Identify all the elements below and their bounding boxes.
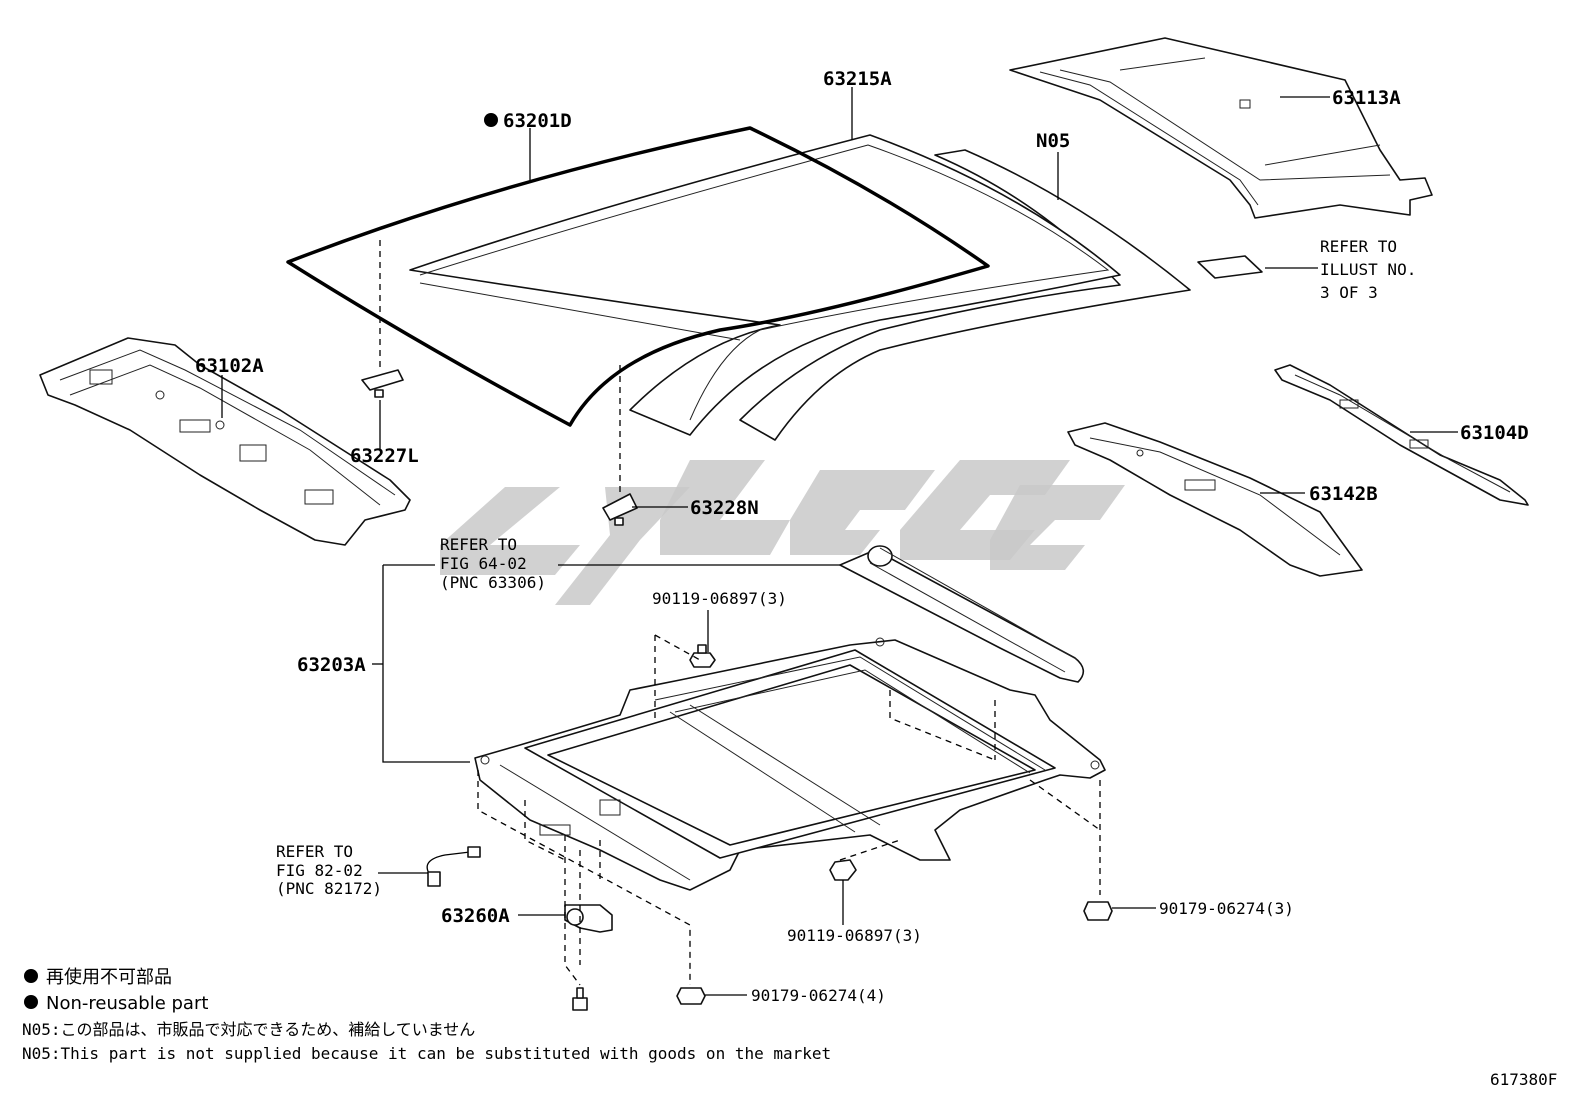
ref-illust-line3: 3 OF 3: [1320, 283, 1378, 302]
label-63203A: 63203A: [297, 654, 366, 676]
label-nut-bottom: 90179-06274(4): [751, 986, 886, 1005]
reference-fig64: REFER TO FIG 64-02 (PNC 63306): [440, 535, 546, 592]
nut-bottom: [676, 987, 706, 1005]
ref-fig82-line2: FIG 82-02: [276, 861, 363, 880]
label-63215A: 63215A: [823, 68, 892, 90]
reinforcement-63104D: [1274, 364, 1529, 506]
label-63104D: 63104D: [1460, 422, 1529, 444]
sunshade-roll: [839, 545, 1085, 683]
bolt-top: [689, 644, 716, 668]
header-63102A: [39, 337, 411, 546]
reinforcement-63142B: [1067, 422, 1363, 577]
watermark-logo: [440, 460, 1125, 605]
non-reusable-symbol-icon: [484, 113, 498, 127]
ref-fig64-line2: FIG 64-02: [440, 554, 527, 573]
callout-labels: 63201D 63215A 63113A N05 63102A 63227L 6…: [195, 68, 1529, 1005]
label-nut-right: 90179-06274(3): [1159, 899, 1294, 918]
dashed-lines: [379, 240, 1101, 986]
ref-illust-line2: ILLUST NO.: [1320, 260, 1416, 279]
legend: 再使用不可部品 Non-reusable part N05:この部品は、市販品で…: [22, 967, 831, 1063]
label-63102A: 63102A: [195, 355, 264, 377]
reference-illust: REFER TO ILLUST NO. 3 OF 3: [1197, 237, 1416, 302]
screw-motor: [572, 987, 588, 1011]
reference-fig82: REFER TO FIG 82-02 (PNC 82172): [276, 842, 382, 898]
nut-right: [1083, 901, 1113, 921]
leader-lines: [221, 87, 1458, 996]
label-63228N: 63228N: [690, 497, 759, 519]
clip-63228N: [602, 493, 638, 526]
bolt-bottom: [829, 859, 857, 881]
ref-illust-line1: REFER TO: [1320, 237, 1397, 256]
label-63227L: 63227L: [350, 445, 419, 467]
ref-fig82-line3: (PNC 82172): [276, 879, 382, 898]
label-63201D: 63201D: [503, 110, 572, 132]
label-N05: N05: [1036, 130, 1070, 152]
label-bolt-top: 90119-06897(3): [652, 589, 787, 608]
motor-63260A: [564, 904, 613, 933]
weatherstrip-63201D: [286, 126, 990, 427]
sunroof-frame-63203A: [474, 637, 1106, 891]
legend-bullet-icon: [24, 995, 38, 1009]
ref-fig64-line1: REFER TO: [440, 535, 517, 554]
roof-panel-63113A: [1009, 37, 1433, 219]
label-bolt-bottom: 90119-06897(3): [787, 926, 922, 945]
label-63142B: 63142B: [1309, 483, 1378, 505]
label-63260A: 63260A: [441, 905, 510, 927]
note-n05-jp: N05:この部品は、市販品で対応できるため、補給していません: [22, 1020, 475, 1039]
legend-en: Non-reusable part: [46, 993, 208, 1014]
ref-fig64-line3: (PNC 63306): [440, 573, 546, 592]
legend-bullet-icon: [24, 969, 38, 983]
ref-fig82-line1: REFER TO: [276, 842, 353, 861]
note-n05-en: N05:This part is not supplied because it…: [22, 1044, 831, 1063]
wire-harness: [426, 846, 481, 887]
label-63113A: 63113A: [1332, 87, 1401, 109]
sheet-N05: [739, 149, 1191, 441]
clip-63227L: [361, 369, 404, 398]
legend-jp: 再使用不可部品: [46, 967, 172, 988]
diagram-id: 617380F: [1490, 1070, 1557, 1089]
